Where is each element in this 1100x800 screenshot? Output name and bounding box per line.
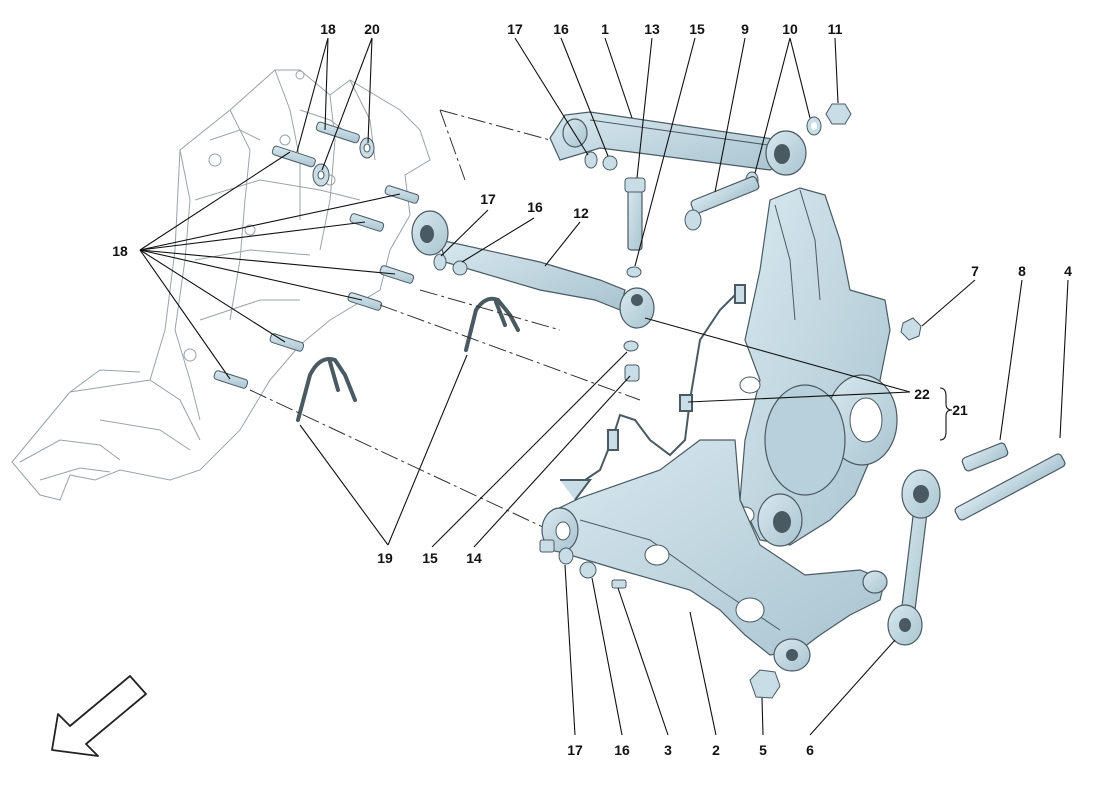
upper-control-arm <box>549 111 807 176</box>
callout-15-top: 15 <box>689 21 705 37</box>
callout-7: 7 <box>971 263 979 279</box>
callout-17-bottom: 17 <box>567 742 583 758</box>
callout-4: 4 <box>1064 263 1072 279</box>
callout-17-top: 17 <box>507 21 523 37</box>
callout-3: 3 <box>664 742 672 758</box>
lower-control-arm <box>539 439 888 672</box>
bolt-4 <box>954 453 1066 521</box>
callout-20: 20 <box>364 21 380 37</box>
callout-18-left: 18 <box>112 243 128 259</box>
callout-16-top: 16 <box>553 21 569 37</box>
bolt-13 <box>624 177 646 278</box>
hub-carrier <box>735 187 898 547</box>
chassis-frame-phantom <box>11 69 431 501</box>
callout-17-mid: 17 <box>480 191 496 207</box>
callout-5: 5 <box>759 742 767 758</box>
callout-6: 6 <box>806 742 814 758</box>
nut-7 <box>900 317 922 341</box>
callout-12: 12 <box>573 205 589 221</box>
bolt-8 <box>961 442 1009 472</box>
callout-1: 1 <box>601 21 609 37</box>
callout-14: 14 <box>466 550 482 566</box>
link-rod-6 <box>887 469 941 646</box>
callout-11: 11 <box>828 21 843 37</box>
bolts-18 <box>213 121 420 389</box>
callout-18-top: 18 <box>320 21 336 37</box>
callout-22: 22 <box>914 386 930 402</box>
washers-20 <box>312 137 375 187</box>
callout-2: 2 <box>712 742 720 758</box>
callout-labels: 18 20 18 19 15 14 17 16 1 13 15 9 10 11 … <box>112 21 1072 758</box>
callout-13: 13 <box>644 21 660 37</box>
alignment-lines <box>249 109 641 536</box>
callout-19: 19 <box>377 550 393 566</box>
arrow-down-left-icon <box>51 675 147 757</box>
bolt-9 <box>684 176 760 231</box>
leader-lines <box>139 37 1069 736</box>
callout-15-bottom: 15 <box>422 550 438 566</box>
clips-19 <box>296 296 520 422</box>
callout-9: 9 <box>741 21 749 37</box>
toe-link <box>411 210 655 382</box>
callout-16-bottom: 16 <box>614 742 630 758</box>
nut-5 <box>749 669 781 699</box>
sensor-wire <box>560 284 746 501</box>
callout-16-mid: 16 <box>527 199 543 215</box>
callout-21: 21 <box>952 402 968 418</box>
callout-10: 10 <box>782 21 798 37</box>
callout-8: 8 <box>1018 263 1026 279</box>
